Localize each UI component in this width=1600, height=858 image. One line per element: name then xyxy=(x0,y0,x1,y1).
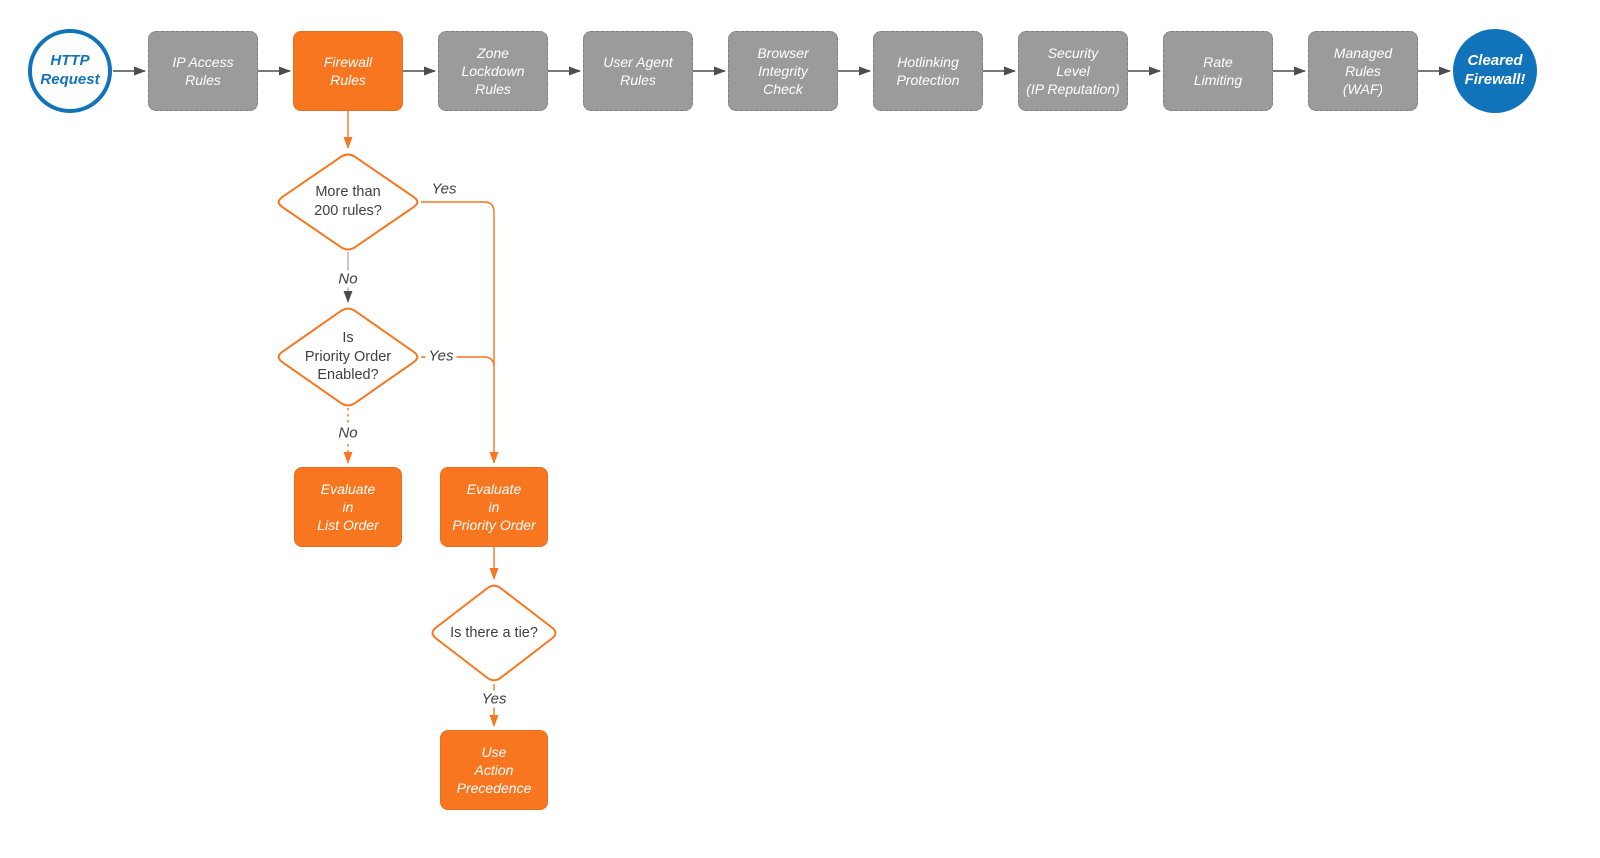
edge-decision-priority-enabled-yes xyxy=(421,356,495,368)
pipeline-box-hotlinking-protection: Hotlinking Protection xyxy=(873,31,983,111)
decision-tie-label: Is there a tie? xyxy=(450,624,538,641)
decision-rule-count-shape xyxy=(277,153,419,251)
pipeline-box-security-level: Security Level (IP Reputation) xyxy=(1018,31,1128,111)
pipeline-box-managed-rules-waf: Managed Rules (WAF) xyxy=(1308,31,1418,111)
pipeline-box-firewall-rules: Firewall Rules xyxy=(293,31,403,111)
edge-label-priority-enabled-no: No xyxy=(335,424,361,442)
edge-decision-rule-count-yes xyxy=(421,201,499,464)
decision-priority-enabled-shape xyxy=(277,307,419,407)
process-box-evaluate-priority-order: Evaluate in Priority Order xyxy=(440,467,548,547)
start-node-http-request: HTTP Request xyxy=(28,29,112,113)
decision-rule-count-label: More than 200 rules? xyxy=(314,184,382,219)
pipeline-box-zone-lockdown-rules: Zone Lockdown Rules xyxy=(438,31,548,111)
decision-tie-shape xyxy=(431,584,557,682)
decision-priority-enabled-label: Is Priority Order Enabled? xyxy=(304,329,392,384)
pipeline-box-ip-access-rules: IP Access Rules xyxy=(148,31,258,111)
pipeline-box-browser-integrity-check: Browser Integrity Check xyxy=(728,31,838,111)
edge-label-tie-yes: Yes xyxy=(478,690,510,708)
process-box-evaluate-list-order: Evaluate in List Order xyxy=(294,467,402,547)
edge-label-rule-count-yes: Yes xyxy=(428,180,460,198)
edge-label-priority-enabled-yes: Yes xyxy=(425,347,457,365)
pipeline-box-rate-limiting: Rate Limiting xyxy=(1163,31,1273,111)
process-box-use-action-precedence: Use Action Precedence xyxy=(440,730,548,810)
end-node-cleared-firewall: Cleared Firewall! xyxy=(1453,29,1537,113)
edge-label-rule-count-no: No xyxy=(335,270,361,288)
pipeline-box-user-agent-rules: User Agent Rules xyxy=(583,31,693,111)
